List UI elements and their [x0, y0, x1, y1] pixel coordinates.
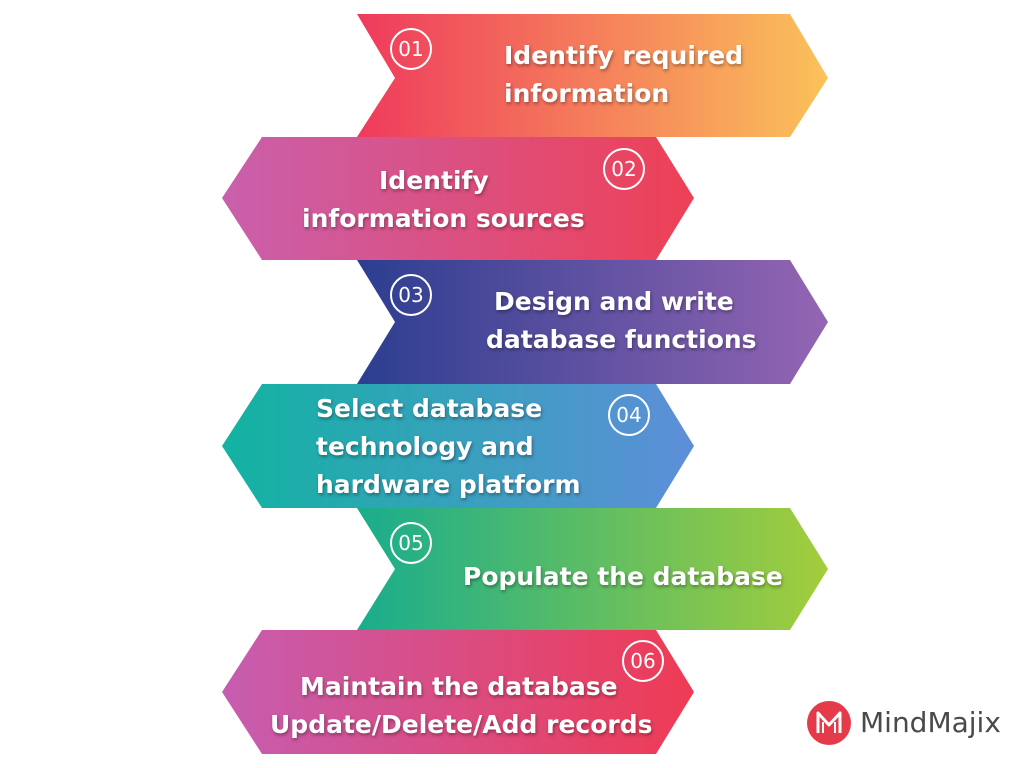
step-label-line: hardware platform	[316, 470, 581, 499]
step-arrow-06	[222, 630, 694, 754]
step-label-line: technology and	[316, 432, 534, 461]
step-arrow-01	[357, 14, 828, 137]
step-label-line: Select database	[316, 394, 543, 423]
step-label-line: Update/Delete/Add records	[270, 710, 653, 739]
step-number-badge: 01	[390, 28, 432, 70]
step-arrow-02	[222, 137, 694, 260]
step-number-badge: 05	[390, 522, 432, 564]
step-number-badge: 04	[608, 394, 650, 436]
brand-logo: MindMajix	[806, 700, 1020, 746]
step-arrow-03	[357, 260, 828, 384]
step-label: Identify required information	[504, 37, 743, 113]
step-label: Select database technology and hardware …	[316, 390, 581, 504]
step-label: Identify information sources	[302, 162, 585, 238]
step-arrow-05	[357, 508, 828, 630]
step-label-line: Identify	[379, 166, 489, 195]
step-label: Maintain the database Update/Delete/Add …	[270, 668, 653, 744]
step-label-line: information sources	[302, 204, 585, 233]
step-label-line: Identify required	[504, 41, 744, 70]
step-label: Design and write database functions	[486, 283, 757, 359]
step-number-badge: 03	[390, 274, 432, 316]
step-label-line: Maintain the database	[300, 672, 618, 701]
mindmajix-logo-icon	[807, 701, 851, 745]
step-arrow-04	[222, 384, 694, 508]
step-label-line: Design and write	[494, 287, 734, 316]
step-label-line: Populate the database	[463, 562, 783, 591]
step-label-line: database functions	[486, 325, 757, 354]
step-number-badge: 02	[603, 148, 645, 190]
step-label-line: information	[504, 79, 670, 108]
step-number-badge: 06	[622, 640, 664, 682]
brand-name: MindMajix	[860, 706, 1001, 739]
step-label: Populate the database	[463, 558, 783, 596]
